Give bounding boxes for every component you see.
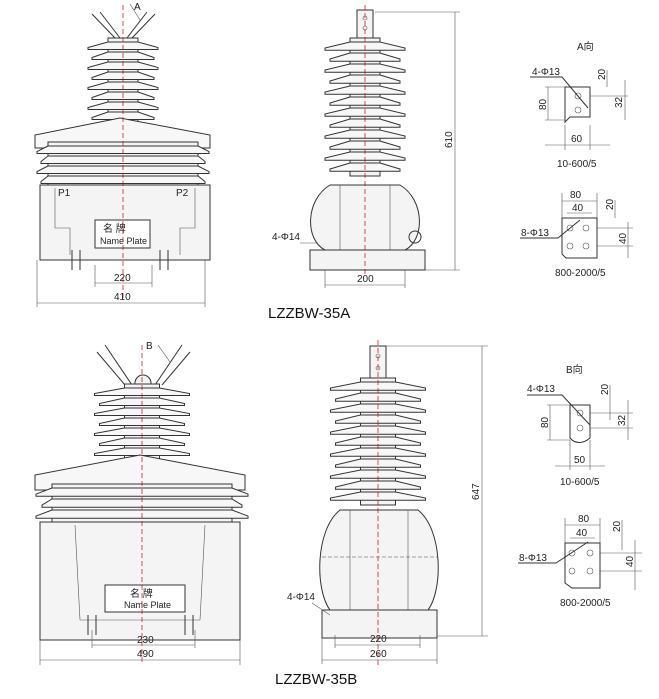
view-b-title: B向 [566, 363, 583, 376]
b-small-width: 50 [574, 455, 586, 466]
nameplate-cn: 名 牌 [130, 587, 153, 600]
model-b-title: LZZBW-35B [275, 671, 357, 688]
primary-terminal-bars [96, 344, 191, 386]
a-large-d20: 20 [605, 198, 616, 210]
a-small-d80: 80 [538, 98, 549, 110]
insulator-shed [94, 427, 190, 436]
a-large-d40v: 40 [618, 232, 629, 244]
dim-width: 410 [114, 292, 131, 303]
view-arrow-a: A [134, 2, 141, 13]
insulator-shed [41, 498, 243, 508]
insulator-shed [324, 85, 406, 95]
view-arrow-b: B [146, 341, 153, 352]
dim-foot-spacing: 220 [114, 273, 131, 284]
a-large-d40: 40 [572, 203, 584, 214]
dim-base-inner: 220 [370, 634, 387, 645]
dim-foot-spacing: 230 [137, 635, 154, 646]
nameplate [94, 219, 151, 249]
insulator-shed [330, 469, 426, 479]
view-b-details: B向 4-Φ13 80 20 32 50 10-600/5 80 40 8-Φ1… [518, 363, 642, 609]
insulator-shed [91, 111, 155, 120]
mount-holes: 4-Φ14 [272, 232, 300, 243]
nameplate-en: Name Plate [124, 600, 171, 610]
b-large-d80: 80 [578, 514, 590, 525]
b-small-d20: 20 [600, 383, 611, 395]
nameplate-en: Name Plate [100, 236, 147, 246]
b-large-rating: 800-2000/5 [560, 598, 611, 609]
model-b-side-view: 4-Φ14 220 260 647 [287, 340, 488, 665]
grounding-terminal [408, 230, 422, 244]
insulator-shed [91, 71, 155, 80]
a-small-d32: 32 [614, 96, 625, 108]
model-b-front-view: 名 牌 Name Plate B 230 490 [34, 341, 249, 665]
model-a-title: LZZBW-35A [268, 305, 350, 322]
mount-holes: 4-Φ14 [287, 592, 315, 603]
dim-base: 260 [370, 649, 387, 660]
b-small-holes: 4-Φ13 [527, 384, 555, 395]
a-large-rating: 800-2000/5 [555, 268, 606, 279]
view-a-title: A向 [577, 40, 594, 53]
insulator-shed [335, 436, 421, 446]
b-large-holes: 8-Φ13 [519, 553, 547, 564]
insulator-shed [335, 414, 421, 424]
terminal-p1: P1 [58, 188, 71, 199]
a-small-width: 60 [571, 134, 583, 145]
a-small-d20: 20 [597, 68, 608, 80]
b-large-d40: 40 [576, 528, 588, 539]
b-small-rating: 10-600/5 [560, 477, 600, 488]
b-small-d80: 80 [540, 416, 551, 428]
a-large-d80: 80 [570, 190, 582, 201]
b-small-d32: 32 [617, 414, 628, 426]
dim-height: 647 [471, 483, 482, 500]
model-a-side-view: 4-Φ14 200 610 [272, 5, 460, 288]
dim-height: 610 [444, 131, 455, 148]
b-large-d20: 20 [612, 520, 623, 532]
insulator-shed [40, 175, 206, 184]
insulator-shed [324, 63, 406, 73]
model-a-front-view: 名 牌 Name Plate P1 P2 A 220 410 [34, 2, 211, 307]
nameplate [104, 584, 186, 613]
insulator-shed [94, 387, 190, 396]
terminal-p2: P2 [176, 188, 189, 199]
dim-width: 490 [137, 649, 154, 660]
dim-base: 200 [357, 274, 374, 285]
a-small-rating: 10-600/5 [557, 159, 597, 170]
nameplate-cn: 名 牌 [103, 222, 126, 235]
transformer-body [39, 521, 241, 641]
b-large-d40v: 40 [625, 555, 636, 567]
insulator-shed [329, 118, 401, 128]
insulator-shed [330, 381, 426, 391]
a-large-holes: 8-Φ13 [521, 228, 549, 239]
primary-terminal-bars [91, 11, 156, 39]
view-a-details: A向 4-Φ13 80 20 32 60 10-600/5 80 40 8-Φ1… [520, 40, 633, 279]
a-small-holes: 4-Φ13 [532, 67, 560, 78]
insulator-shed [324, 151, 406, 161]
